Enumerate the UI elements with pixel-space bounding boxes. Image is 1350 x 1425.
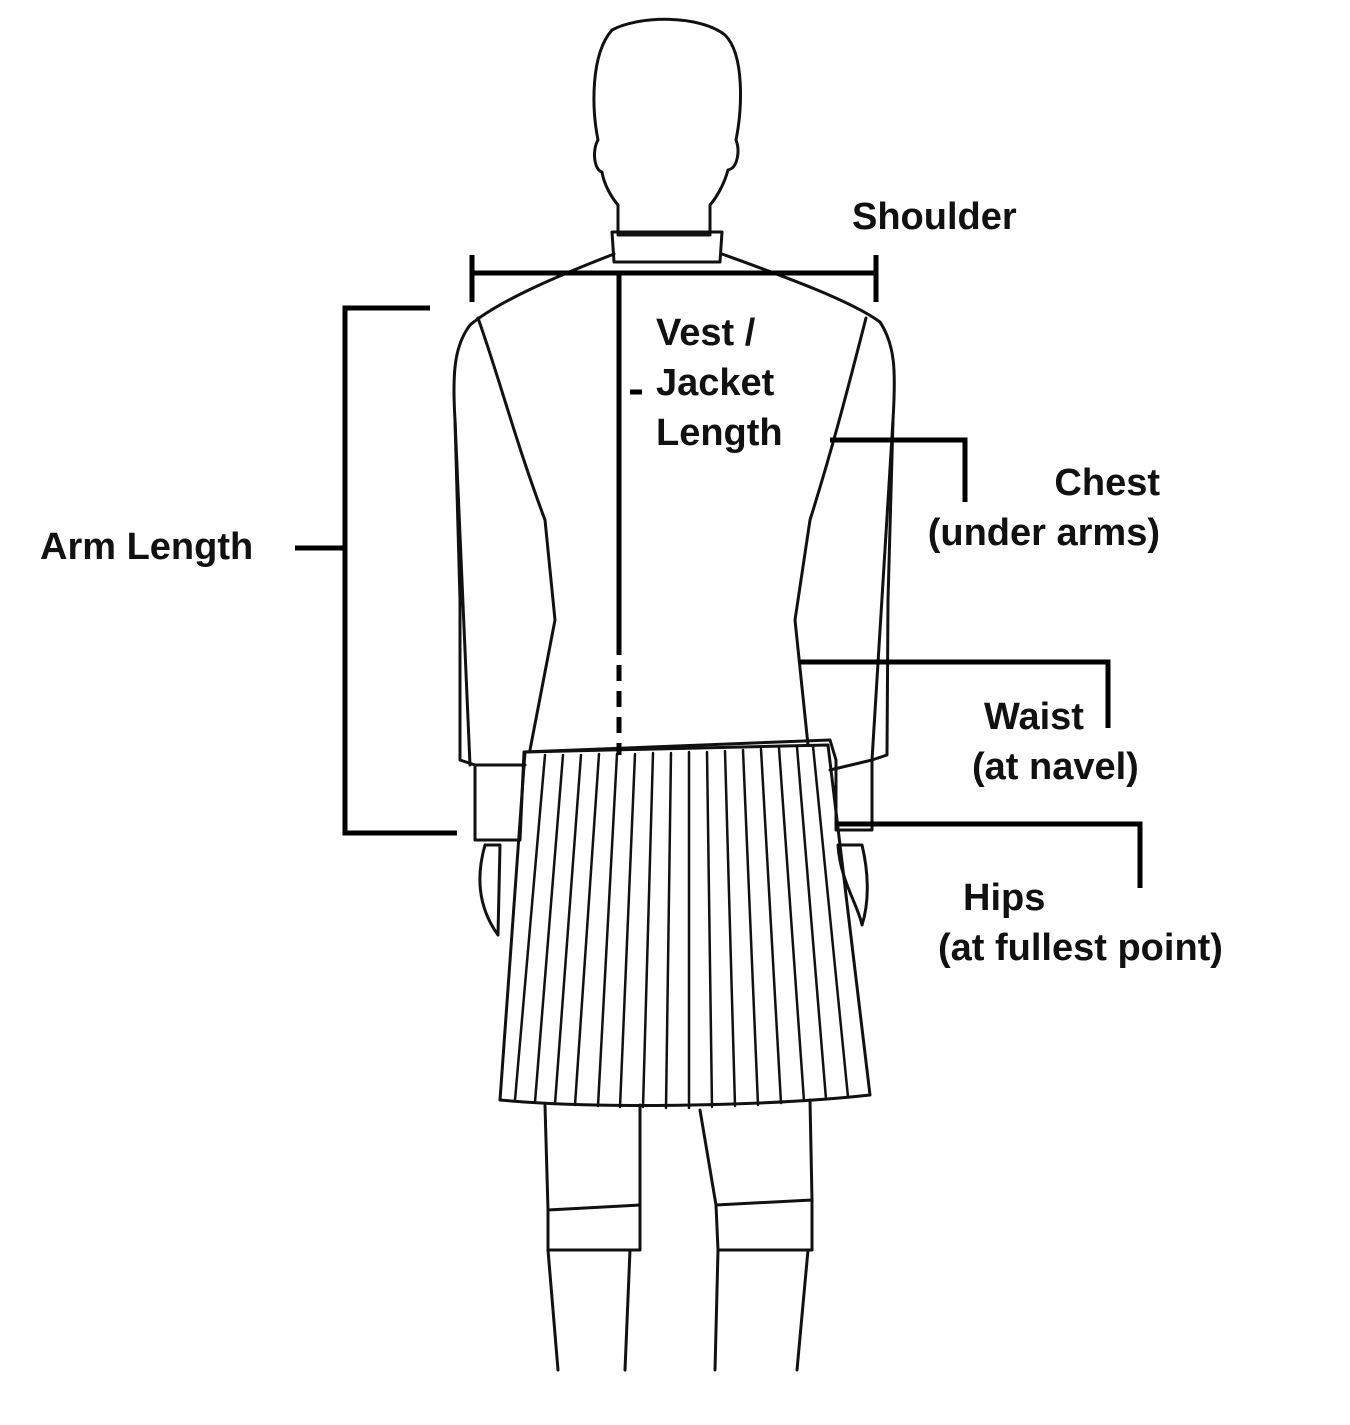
sleeve-right (828, 418, 895, 772)
collar (610, 230, 724, 264)
jacket-length-label: Vest / Jacket Length (656, 308, 783, 458)
arm-length-bracket (295, 305, 457, 836)
jacket-outline (452, 252, 896, 842)
waist-label: Waist (at navel) (972, 692, 1162, 792)
hips-label: Hips (at fullest point) (938, 873, 1223, 973)
chest-line-2: (under arms) (927, 512, 1160, 554)
shoulder-measure-line (469, 255, 879, 302)
chest-label: Chest (under arms) (900, 458, 1160, 558)
hips-line-1: Hips (963, 877, 1046, 919)
hips-leader-line (835, 821, 1143, 888)
hips-line-2: (at fullest point) (938, 927, 1223, 969)
arm-length-label: Arm Length (40, 526, 254, 568)
jacket-back-seam-right (793, 316, 868, 747)
head-outline (592, 17, 742, 237)
jacket-length-line-1: Vest / (656, 312, 756, 354)
kilt-outline (498, 743, 872, 1107)
waist-line-1: Waist (984, 696, 1084, 738)
legs (543, 1098, 814, 1372)
hand-left (478, 843, 502, 937)
waist-line-2: (at navel) (972, 746, 1139, 788)
jacket-back-seam-left (476, 316, 557, 752)
jacket-length-line-3: Length (656, 412, 783, 454)
jacket-length-measure-line (616, 273, 642, 755)
kilt-pleats (513, 744, 850, 1110)
chest-leader-line (830, 437, 968, 502)
shoulder-label: Shoulder (852, 196, 1017, 238)
jacket-length-line-2: Jacket (656, 362, 775, 404)
waist-leader-line (800, 659, 1111, 728)
sleeve-left (453, 418, 527, 767)
sock-right (714, 1198, 814, 1252)
sock-left (546, 1203, 642, 1252)
chest-line-1: Chest (1054, 462, 1160, 504)
